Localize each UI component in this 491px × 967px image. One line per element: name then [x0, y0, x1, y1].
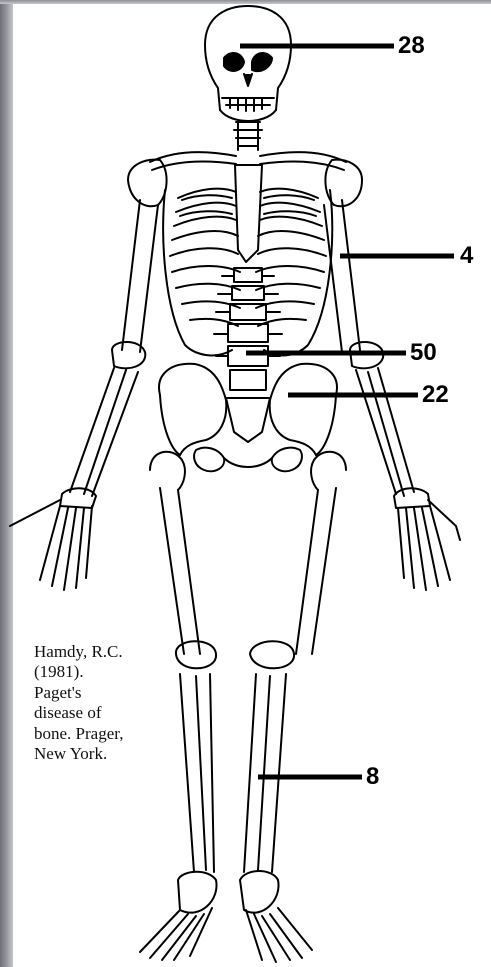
spine [214, 268, 282, 390]
neck [234, 122, 262, 150]
skull [205, 6, 291, 121]
pelvis [159, 364, 337, 471]
citation-text: Hamdy, R.C. (1981). Paget's disease of b… [34, 642, 174, 764]
callout-label-skull: 28 [398, 34, 425, 58]
callout-label-leg: 8 [366, 765, 379, 789]
shoulders [128, 152, 362, 206]
left-arm [10, 200, 158, 590]
rib-cage [163, 165, 332, 355]
right-leg [240, 452, 346, 962]
callout-label-pelvis: 22 [422, 383, 449, 407]
callout-label-arm: 4 [460, 244, 473, 268]
callout-label-spine: 50 [410, 341, 437, 365]
